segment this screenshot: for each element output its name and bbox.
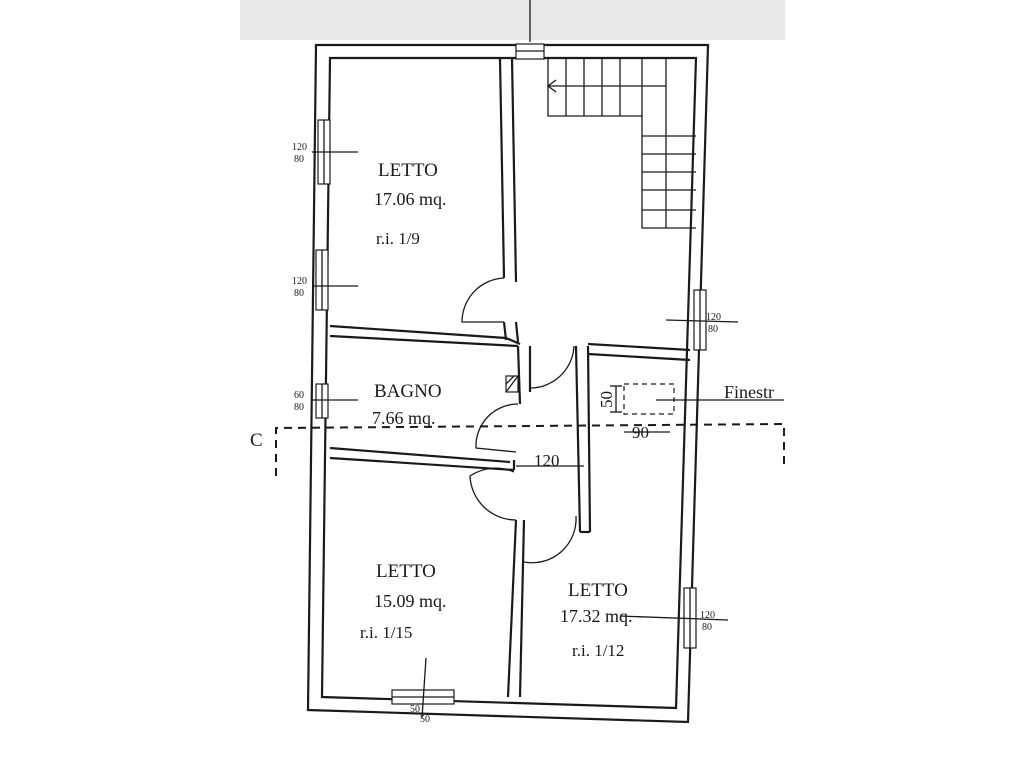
window-letto-2 <box>391 657 455 719</box>
door-letto-2 <box>469 467 517 521</box>
skylight-width-label: 90 <box>632 423 649 442</box>
window-letto-1-upper <box>312 119 358 185</box>
door-bagno <box>475 403 519 453</box>
window-4-height: 80 <box>708 324 718 335</box>
outer-walls <box>306 43 710 724</box>
window-3-height: 80 <box>294 402 304 413</box>
window-2-height: 80 <box>294 288 304 299</box>
corridor-width-label: 120 <box>534 451 560 470</box>
window-6-width: 50 <box>410 704 420 715</box>
section-label: C <box>250 430 263 451</box>
staircase <box>546 58 696 229</box>
room-letto-3-ri: r.i. 1/12 <box>572 641 624 660</box>
room-letto-2-name: LETTO <box>376 561 436 582</box>
window-bagno <box>312 383 358 419</box>
room-letto-1-ri: r.i. 1/9 <box>376 229 420 248</box>
window-top <box>515 43 545 60</box>
skylight <box>610 383 784 433</box>
door-letto-3 <box>523 515 577 564</box>
window-2-width: 120 <box>292 276 307 287</box>
door-letto-1 <box>461 277 505 323</box>
window-stair-hall <box>665 289 739 351</box>
window-1-width: 120 <box>292 142 307 153</box>
room-letto-3-name: LETTO <box>568 580 628 601</box>
room-letto-1-area: 17.06 mq. <box>374 189 447 209</box>
section-line <box>275 422 785 476</box>
window-6-height: 50 <box>420 714 430 725</box>
room-letto-2-area: 15.09 mq. <box>374 591 447 611</box>
room-letto-3-area: 17.32 mq. <box>560 606 633 626</box>
room-bagno-name: BAGNO <box>374 381 442 402</box>
window-3-width: 60 <box>294 390 304 401</box>
vent-icon <box>505 375 519 393</box>
interior-walls <box>329 57 691 698</box>
window-4-width: 120 <box>706 312 721 323</box>
window-5-height: 80 <box>702 622 712 633</box>
room-bagno-area: 7.66 mq. <box>372 408 436 428</box>
skylight-callout: Finestr <box>724 382 774 402</box>
door-corridor <box>529 345 575 389</box>
window-5-width: 120 <box>700 610 715 621</box>
window-letto-3 <box>619 587 729 649</box>
room-letto-1-name: LETTO <box>378 160 438 181</box>
skylight-height-label: 50 <box>597 391 616 408</box>
window-letto-1-lower <box>312 249 358 311</box>
room-letto-2-ri: r.i. 1/15 <box>360 623 412 642</box>
scan-smudge <box>240 0 785 40</box>
window-1-height: 80 <box>294 154 304 165</box>
